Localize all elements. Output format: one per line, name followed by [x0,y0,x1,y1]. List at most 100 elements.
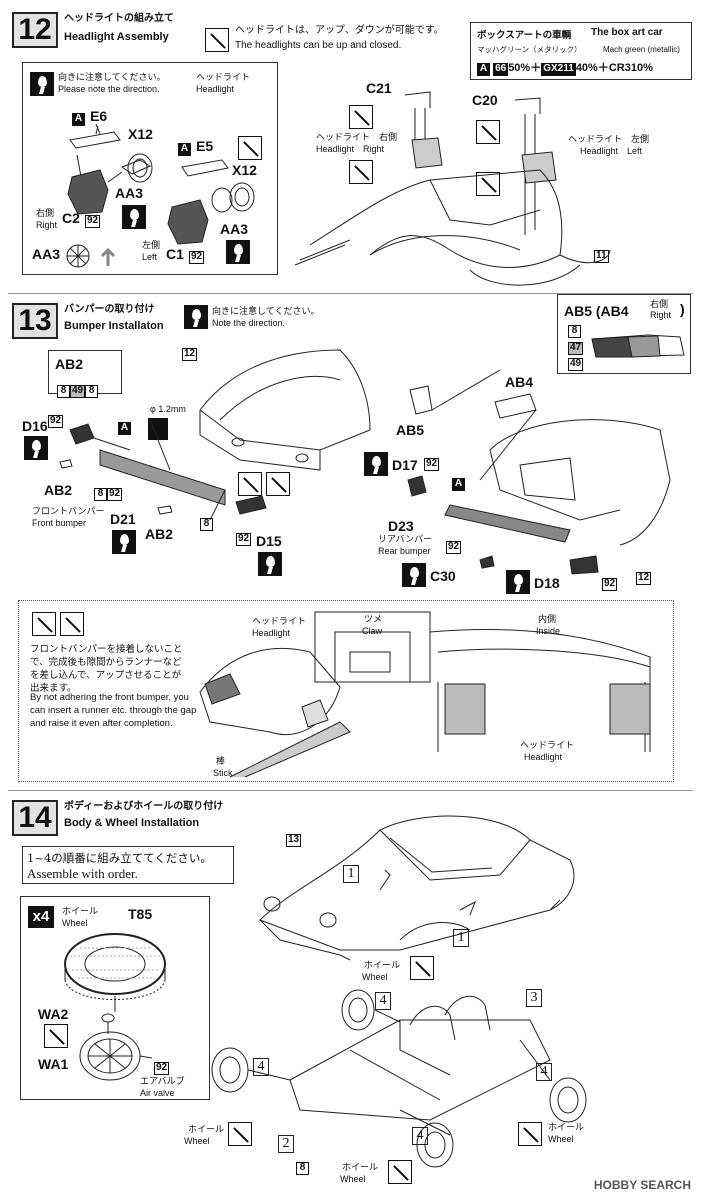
formula-color-3: CR3 [608,62,631,74]
box-art-title-jp: ボックスアートの車輌 [477,30,572,41]
glue-icon-d18 [506,570,530,594]
step-12-title-jp: ヘッドライトの組み立て [64,13,174,24]
front-bumper-drawing [59,349,371,521]
formula-plus-2: ＋ [597,62,609,74]
cut-icon-wheel-4 [518,1122,542,1146]
part-8-badge: 8 [200,518,213,531]
ref-step-11: 11 [594,250,609,263]
valve-jp: エアバルブ [140,1076,185,1086]
order-num-2: 2 [278,1135,294,1153]
glue-icon-13 [184,305,208,329]
inset-headlight-en: Headlight [196,84,235,94]
part-a-rear: A [452,478,465,491]
box-art-title-en: The box art car [591,27,663,38]
part-d17-badge: 92 [424,458,440,471]
part-ab4: AB4 [505,374,534,390]
detail-headlight-en: Headlight [252,628,291,638]
step-12-note-jp: ヘッドライトは、アップ、ダウンが可能です。 [235,25,444,36]
front-bumper-en: Front bumper [32,518,87,528]
detail-claw-en: Claw [362,626,383,636]
inset-note-en: Please note the direction. [58,84,160,94]
part-x12-left: X12 [232,162,257,178]
left-en: Left [142,252,158,262]
cut-icon-wheel [44,1024,68,1048]
order-num-4a: 4 [375,992,391,1010]
step-13-title-en: Bumper Installaton [64,320,164,332]
headlight-parts-drawing [66,123,255,268]
part-d16: D16 [22,418,48,434]
cut-icon-3 [476,172,500,196]
part-c21: C21 [366,80,392,96]
wheel-label-3-en: Wheel [340,1174,366,1184]
box-art-color-en: Mach green (metallic) [603,45,680,54]
wheel-label-2-en: Wheel [184,1136,210,1146]
part-d16-badge: 92 [48,415,64,428]
order-num-1b: 1 [453,929,469,947]
detail-inside-jp: 内側 [538,614,557,624]
part-t85: T85 [128,906,153,922]
step-13-title-jp: バンパーの取り付け [64,304,155,315]
formula-color-1: 66 [493,63,509,76]
step-12-number: 12 [12,12,58,48]
arrow-icon-front [238,472,262,496]
right-en: Right [36,220,58,230]
glue-icon [30,72,54,96]
formula-pct-3: 10% [630,62,653,74]
part-aa3-sprue: AA3 [32,246,61,262]
part-d18-badge: 92 [602,578,618,591]
box-art-panel: ボックスアートの車輌 The box art car マッハグリーン（メタリック… [470,22,692,80]
detail-stick-en: Stick [213,768,233,778]
part-d18: D18 [534,575,560,591]
wheel-exploded-drawing [64,933,166,1081]
part-d21: D21 [110,511,136,527]
ref-13: 13 [286,834,302,847]
ab5-color-2: 47 [568,342,584,355]
detail-headlight2-en: Headlight [524,752,563,762]
part-wa2: WA2 [38,1006,69,1022]
hl-right-jp: ヘッドライト 右側 [316,132,398,142]
wheel-assembly-box [20,896,210,1100]
inset-note-jp: 向きに注意してください。 [58,72,166,82]
rear-bumper-drawing [407,369,671,575]
cut-icon-wheel-2 [228,1122,252,1146]
order-num-4c: 4 [253,1058,269,1076]
step-12-title-en: Headlight Assembly [64,31,169,43]
part-a-e5: A E5 [178,136,213,156]
step-13-note-jp: 向きに注意してください。 [212,306,320,316]
box-art-color-jp: マッハグリーン（メタリック） [477,45,582,54]
part-d15-badge: 92 [236,533,252,546]
cut-icon [238,136,262,160]
headlight-detail-drawing [199,611,651,778]
arrow-icon-detail [32,612,56,636]
part-wa1: WA1 [38,1056,69,1072]
detail-headlight2-jp: ヘッドライト [520,740,575,750]
formula-a: A [477,63,490,76]
valve-en: Air valve [140,1088,175,1098]
glue-icon-aa3-left [226,240,250,264]
detail-claw-jp: ツメ [364,614,383,624]
ab5-color-1: 8 [568,325,581,338]
part-d15: D15 [256,533,282,549]
divider-12-13 [8,293,693,294]
cut-icon-wheel-3 [388,1160,412,1184]
ref-8: 8 [296,1162,309,1175]
part-aa3-left: AA3 [220,221,249,237]
ref-12-rear: 12 [636,572,652,585]
cut-icon-c20 [476,120,500,144]
step-14-number: 14 [12,800,58,836]
order-note: 1~4の順番に組み立ててください。 Assemble with order. [22,846,234,884]
part-d23: D23 [388,518,414,534]
glue-icon-aa3-right [122,205,146,229]
glue-icon-c30 [402,563,426,587]
part-d23-badge: 92 [446,541,462,554]
cut-icon-wheel-1 [410,956,434,980]
step-13-note-en: Note the direction. [212,318,286,328]
detail-text-jp: フロントバンパーを接着しないことで、完成後も隙間からランナーなどを差し込んで、ア… [30,644,183,694]
wheel-label-1-en: Wheel [362,972,388,982]
hl-right-en: Headlight Right [316,144,385,154]
ref-12-front: 12 [182,348,198,361]
step-12-note-en: The headlights can be up and closed. [235,40,402,51]
order-num-3: 3 [526,989,542,1007]
hole-size: φ 1.2mm [150,404,186,414]
